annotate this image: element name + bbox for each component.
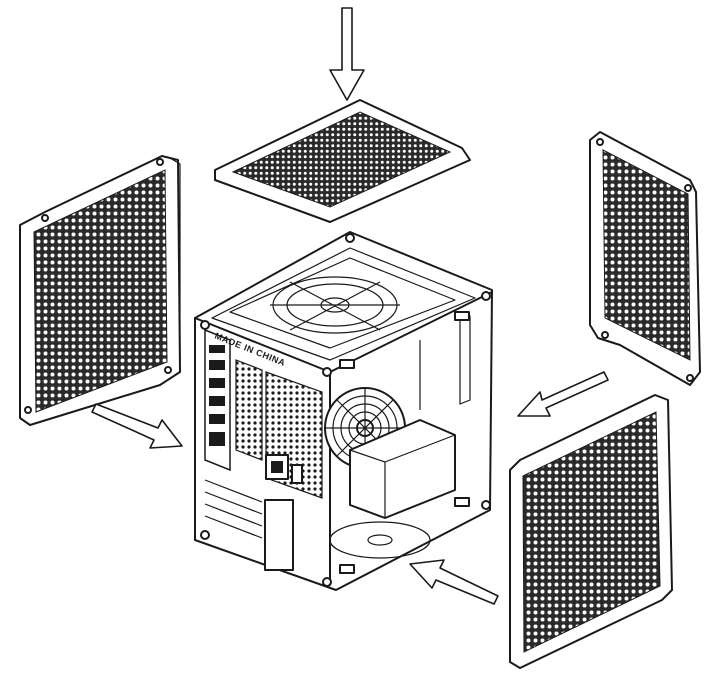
right-side-panel <box>589 131 701 386</box>
case-body: MADE IN CHINA <box>194 231 493 591</box>
right-upper-arrow <box>517 371 609 417</box>
right-lower-arrow <box>409 559 499 605</box>
front-panel <box>509 394 673 669</box>
top-arrow <box>329 7 365 101</box>
left-side-panel <box>19 155 181 426</box>
top-panel <box>214 99 471 223</box>
left-arrow <box>91 403 183 449</box>
